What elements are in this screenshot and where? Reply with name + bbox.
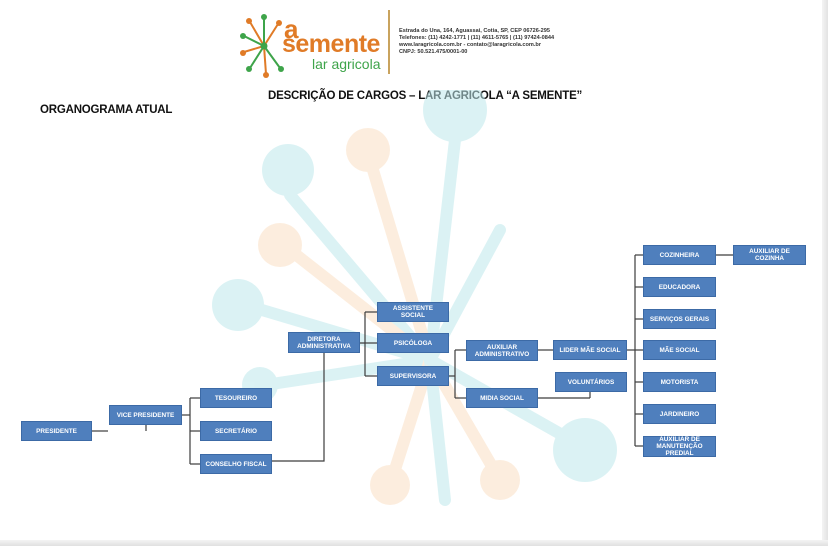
header-divider (388, 10, 390, 74)
contact-phones: Telefones: (11) 4242-1771 | (11) 4611-57… (399, 35, 555, 41)
org-box-educadora: EDUCADORA (643, 277, 716, 297)
org-box-motorista: MOTORISTA (643, 372, 716, 392)
logo-sub: lar agricola (312, 56, 381, 72)
org-box-supervisora: SUPERVISORA (377, 366, 449, 386)
contact-block: Estrada do Una, 164, Aguassai, Cotia, SP… (399, 28, 554, 56)
org-box-assistente-social: ASSISTENTE SOCIAL (377, 302, 449, 322)
logo-name: semente (282, 30, 380, 58)
contact-cnpj: CNPJ: 50.521.475/0001-00 (399, 49, 468, 55)
org-box-auxiliar-administrativo: AUXILIAR ADMINISTRATIVO (466, 340, 538, 361)
org-box-auxiliar-manutencao-predial: AUXILIAR DE MANUTENÇÃO PREDIAL (643, 436, 716, 457)
seed-burst-icon (240, 14, 284, 78)
org-box-cozinheira: COZINHEIRA (643, 245, 716, 265)
org-box-diretora-administrativa: DIRETORA ADMINISTRATIVA (288, 332, 360, 353)
org-box-midia-social: MIDIA SOCIAL (466, 388, 538, 408)
lar-agricola-logo: a semente lar agricola (240, 8, 400, 80)
org-box-presidente: PRESIDENTE (21, 421, 92, 441)
org-box-vice-presidente: VICE PRESIDENTE (109, 405, 182, 425)
org-box-voluntarios: VOLUNTÁRIOS (555, 372, 627, 392)
org-box-auxiliar-cozinha: AUXILIAR DE COZINHA (733, 245, 806, 265)
org-box-mae-social: MÃE SOCIAL (643, 340, 716, 360)
page-edge-shadow-bottom (0, 540, 828, 546)
org-box-servicos-gerais: SERVIÇOS GERAIS (643, 309, 716, 329)
contact-address: Estrada do Una, 164, Aguassai, Cotia, SP… (399, 28, 550, 34)
section-title: ORGANOGRAMA ATUAL (40, 104, 173, 116)
org-box-secretario: SECRETÁRIO (200, 421, 272, 441)
org-box-tesoureiro: TESOUREIRO (200, 388, 272, 408)
page-edge-shadow-right (822, 0, 828, 546)
document-title: DESCRIÇÃO DE CARGOS – LAR AGRICOLA “A SE… (268, 90, 583, 102)
org-box-psicologa: PSICÓLOGA (377, 333, 449, 353)
org-box-jardineiro: JARDINEIRO (643, 404, 716, 424)
logo-prefix: a (284, 14, 299, 44)
contact-web: www.laragricola.com.br - contato@laragri… (399, 42, 542, 48)
org-box-conselho-fiscal: CONSELHO FISCAL (200, 454, 272, 474)
org-box-lider-mae-social: LIDER MÃE SOCIAL (553, 340, 627, 360)
